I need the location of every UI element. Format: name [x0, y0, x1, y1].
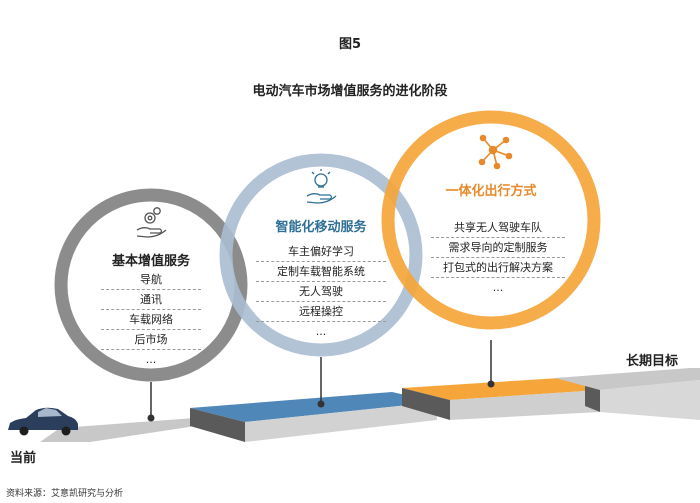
stage-3-item: ...	[492, 281, 504, 294]
stage-1-item: ...	[145, 353, 157, 366]
stage-3-item: 需求导向的定制服务	[431, 238, 565, 258]
road-step-4-side	[585, 386, 600, 412]
road-step-2-top	[190, 392, 437, 422]
stage-2-title: 智能化移动服务	[275, 220, 367, 235]
diagram-title: 电动汽车市场增值服务的进化阶段	[252, 84, 448, 99]
stage-3-item: 共享无人驾驶车队	[431, 218, 565, 238]
stage-3-item: 打包式的出行解决方案	[431, 258, 565, 278]
stage-2-item: 远程操控	[256, 302, 386, 322]
stage-ring-1	[54, 188, 248, 382]
road-step-3-face	[450, 390, 600, 420]
stage-2-item: 车主偏好学习	[256, 242, 386, 262]
stage-3-title: 一体化出行方式	[445, 184, 537, 199]
stage-1-items: 导航 通讯 车载网络 后市场 ...	[101, 270, 201, 369]
gears-hand-icon	[136, 207, 167, 238]
stage-2-item: ...	[315, 325, 327, 338]
stage-1-title: 基本增值服务	[111, 254, 190, 269]
stage-ring-2	[219, 153, 423, 357]
lightbulb-hand-icon	[306, 169, 337, 204]
stage-ring-3	[381, 110, 601, 330]
figure-label: 图5	[338, 37, 362, 52]
road-step-3-top	[402, 378, 600, 400]
pin-dot-1	[147, 414, 155, 422]
stage-2-item: 定制车载智能系统	[256, 262, 386, 282]
pin-dot-2	[317, 400, 325, 408]
road-step-3-side	[402, 388, 450, 420]
stage-1-item: 通讯	[101, 290, 201, 310]
stage-1-item: 车载网络	[101, 310, 201, 330]
road-step-2-side	[190, 408, 245, 442]
source-note: 资料来源：艾意凯研究与分析	[6, 489, 124, 499]
road-step-4-top	[555, 368, 700, 390]
goal-label: 长期目标	[626, 354, 679, 369]
stage-1-item: 导航	[101, 270, 201, 290]
network-icon	[478, 134, 513, 170]
stage-1-item: 后市场	[101, 330, 201, 350]
stage-2-item: 无人驾驶	[256, 282, 386, 302]
car-icon	[8, 407, 78, 436]
stage-3-items: 共享无人驾驶车队 需求导向的定制服务 打包式的出行解决方案 ...	[431, 218, 565, 297]
road-step-2-face	[245, 402, 437, 442]
stage-2-items: 车主偏好学习 定制车载智能系统 无人驾驶 远程操控 ...	[256, 242, 386, 341]
start-label: 当前	[10, 451, 37, 466]
pin-dot-3	[487, 380, 495, 388]
road-step-4-face	[600, 380, 700, 420]
road-base-step	[40, 418, 222, 442]
